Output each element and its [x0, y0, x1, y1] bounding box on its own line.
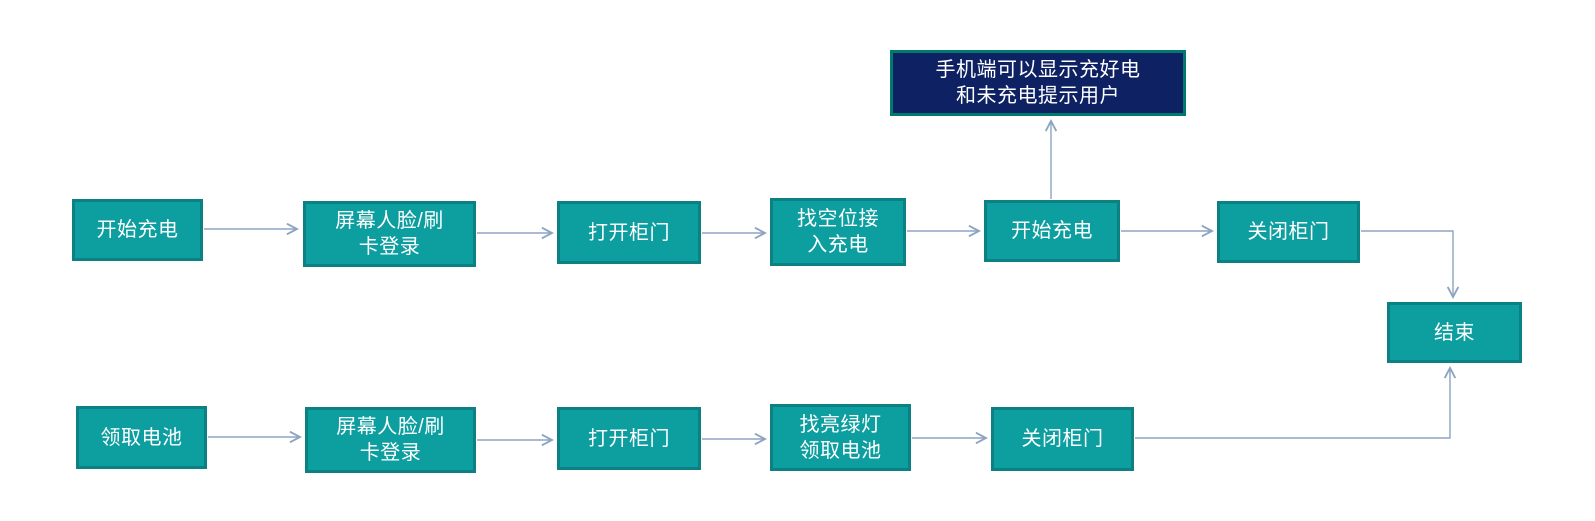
node-label: 开始充电	[1011, 220, 1093, 242]
node-label: 找亮绿灯 领取电池	[799, 413, 882, 462]
node-label: 关闭柜门	[1021, 428, 1104, 450]
node-face-or-card-login-top: 屏幕人脸/刷 卡登录	[303, 201, 476, 267]
node-start-charging-entry: 开始充电	[72, 199, 203, 261]
node-label: 找空位接 入充电	[797, 208, 879, 256]
node-close-cabinet-door-top: 关闭柜门	[1217, 201, 1360, 263]
node-open-cabinet-door-bottom: 打开柜门	[557, 407, 701, 470]
node-face-or-card-login-bottom: 屏幕人脸/刷 卡登录	[305, 407, 476, 473]
node-collect-battery-entry: 领取电池	[76, 406, 207, 469]
node-label: 屏幕人脸/刷 卡登录	[336, 416, 445, 464]
node-close-cabinet-door-bottom: 关闭柜门	[991, 407, 1134, 471]
node-label: 手机端可以显示充好电 和未充电提示用户	[935, 59, 1141, 107]
node-label: 领取电池	[100, 426, 183, 449]
connector-bottom-close-to-end	[1135, 368, 1450, 439]
node-mobile-notification-note: 手机端可以显示充好电 和未充电提示用户	[890, 50, 1186, 116]
node-label: 屏幕人脸/刷 卡登录	[335, 210, 444, 258]
node-start-charging: 开始充电	[984, 200, 1120, 262]
node-find-empty-slot-plug-in: 找空位接 入充电	[770, 198, 906, 266]
node-label: 关闭柜门	[1247, 221, 1330, 243]
node-label: 结束	[1434, 321, 1475, 344]
node-find-green-light-collect-battery: 找亮绿灯 领取电池	[770, 404, 911, 471]
node-label: 打开柜门	[588, 427, 670, 450]
node-label: 打开柜门	[588, 221, 670, 244]
node-end: 结束	[1387, 302, 1522, 363]
node-open-cabinet-door-top: 打开柜门	[557, 201, 701, 264]
node-label: 开始充电	[96, 219, 179, 241]
connector-top-close-to-end	[1361, 230, 1453, 297]
